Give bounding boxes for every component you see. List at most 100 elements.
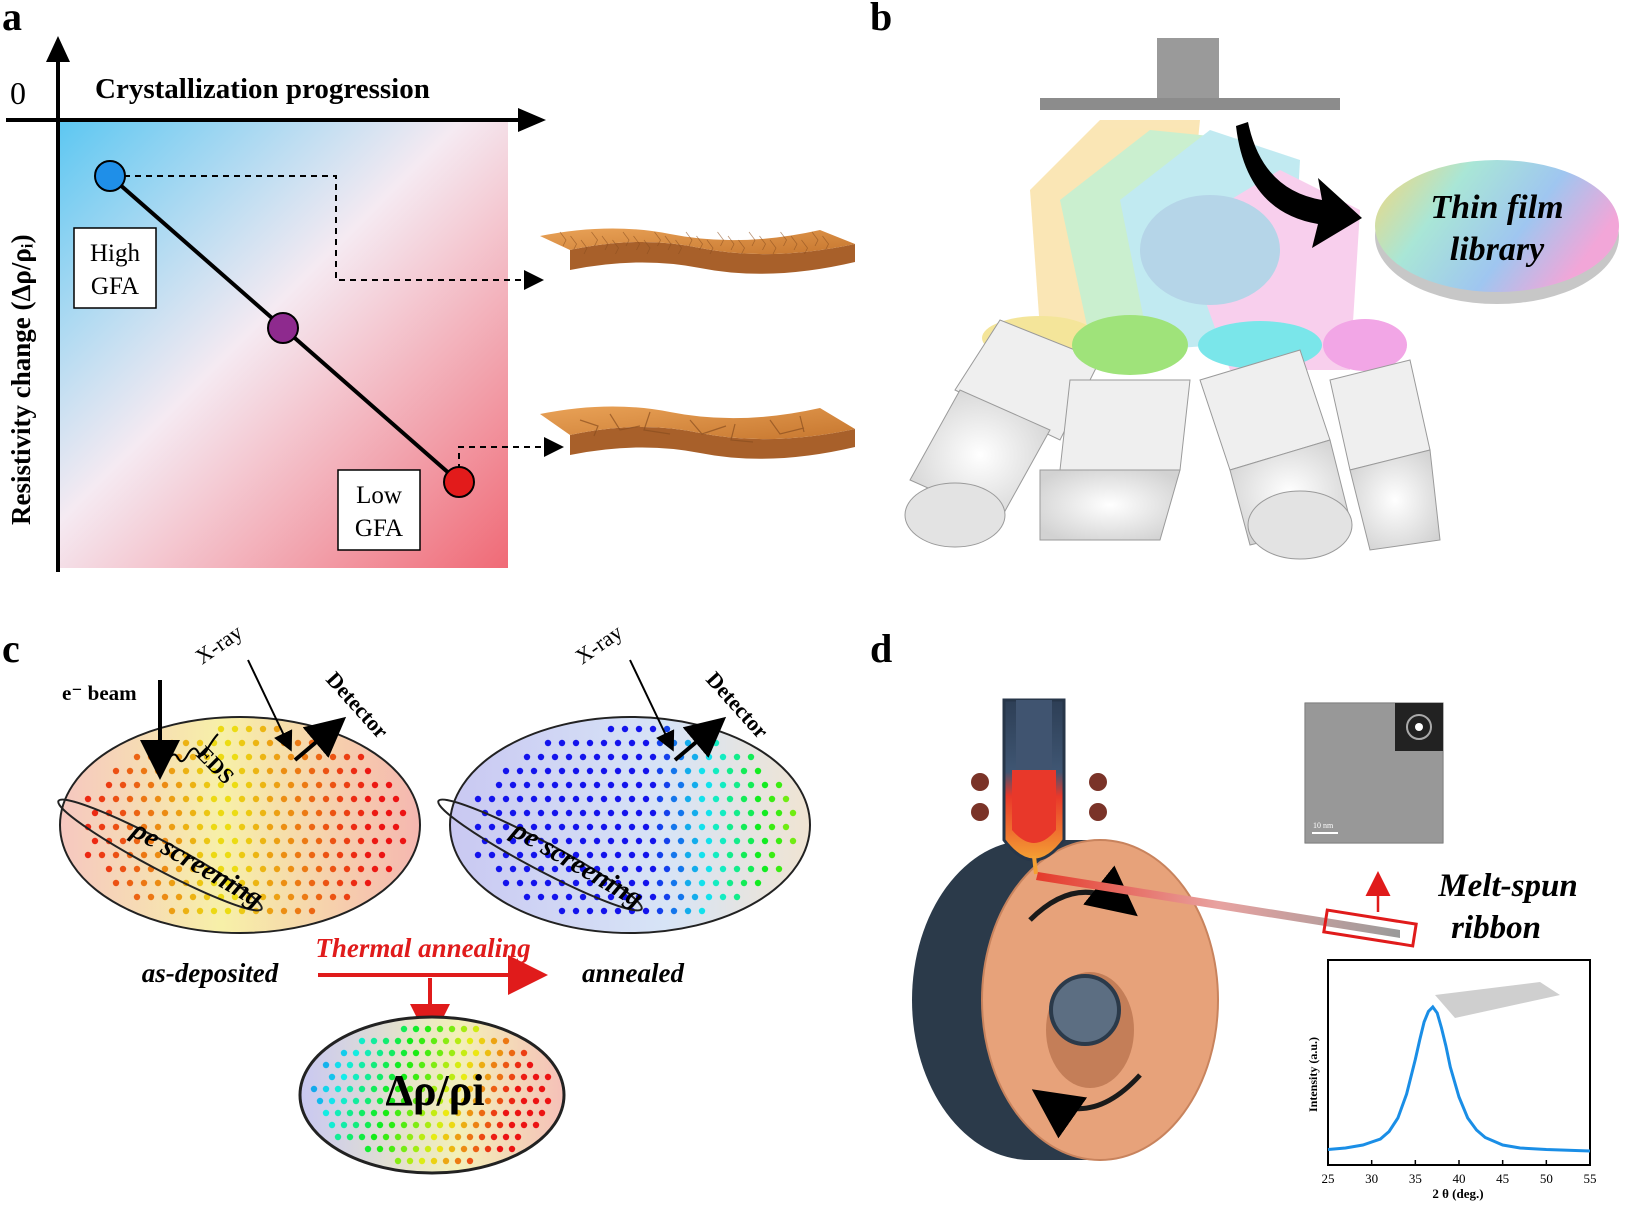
- wafer-dot: [309, 768, 315, 774]
- wafer-dot: [353, 1122, 359, 1128]
- wafer-dot: [359, 1038, 365, 1044]
- wafer-dot: [425, 1122, 431, 1128]
- high-gfa-line2: GFA: [91, 273, 139, 300]
- panel-d-letter: d: [870, 626, 892, 671]
- wafer-dot: [762, 866, 768, 872]
- library-label-line1: Thin film: [1430, 189, 1563, 226]
- wafer-dot: [517, 880, 523, 886]
- wafer-dot: [197, 908, 203, 914]
- wafer-dot: [527, 1110, 533, 1116]
- wafer-dot: [699, 768, 705, 774]
- wafer-dot: [389, 1122, 395, 1128]
- wafer-dot: [650, 754, 656, 760]
- wafer-dot: [443, 1134, 449, 1140]
- wafer-dot: [323, 824, 329, 830]
- wafer-dot: [204, 782, 210, 788]
- wafer-dot: [643, 740, 649, 746]
- wafer-dot: [295, 824, 301, 830]
- wafer-dot: [755, 880, 761, 886]
- wafer-dot: [329, 1074, 335, 1080]
- wafer-dot: [503, 1086, 509, 1092]
- wafer-dot: [657, 852, 663, 858]
- wafer-dot: [347, 1134, 353, 1140]
- wafer-dot: [485, 1074, 491, 1080]
- wafer-dot: [92, 838, 98, 844]
- wafer-dot: [559, 768, 565, 774]
- wafer-dot: [503, 880, 509, 886]
- wafer-dot: [503, 1134, 509, 1140]
- wafer-dot: [386, 838, 392, 844]
- wafer-dot: [727, 796, 733, 802]
- wafer-dot: [489, 824, 495, 830]
- wafer-dot: [475, 824, 481, 830]
- wafer-dot: [559, 740, 565, 746]
- wafer-dot: [755, 824, 761, 830]
- wafer-dot: [211, 824, 217, 830]
- wafer-dot: [720, 810, 726, 816]
- wafer-dot: [580, 894, 586, 900]
- wafer-dot: [316, 894, 322, 900]
- annealed-label: annealed: [582, 958, 685, 988]
- wafer-dot: [685, 768, 691, 774]
- wafer-dot: [358, 838, 364, 844]
- wafer-dot: [267, 852, 273, 858]
- wafer-dot: [622, 782, 628, 788]
- wafer-dot: [503, 768, 509, 774]
- wafer-dot: [365, 824, 371, 830]
- panel-a: a 0 Crystallization progression Resistiv…: [2, 0, 855, 572]
- wafer-dot: [608, 782, 614, 788]
- wafer-dot: [517, 852, 523, 858]
- wafer-dot: [377, 1122, 383, 1128]
- wafer-dot: [316, 810, 322, 816]
- wafer-dot: [389, 1146, 395, 1152]
- wafer-dot: [475, 796, 481, 802]
- wafer-dot: [267, 880, 273, 886]
- wafer-dot: [510, 782, 516, 788]
- wafer-dot: [685, 824, 691, 830]
- wafer-dot: [260, 838, 266, 844]
- wafer-dot: [552, 894, 558, 900]
- wafer-dot: [762, 838, 768, 844]
- xrd-tick-label: 45: [1496, 1171, 1509, 1186]
- wafer-dot: [473, 1050, 479, 1056]
- wafer-dot: [755, 796, 761, 802]
- wafer-dot: [692, 810, 698, 816]
- wafer-dot: [678, 838, 684, 844]
- wafer-dot: [425, 1146, 431, 1152]
- wafer-dot: [650, 866, 656, 872]
- wafer-dot: [419, 1038, 425, 1044]
- induction-coil-2: [971, 803, 989, 821]
- wafer-dot: [329, 1122, 335, 1128]
- wafer-dot: [274, 810, 280, 816]
- wafer-dot: [769, 796, 775, 802]
- wafer-dot: [323, 740, 329, 746]
- wafer-dot: [449, 1146, 455, 1152]
- wafer-dot: [594, 754, 600, 760]
- wafer-dot: [706, 782, 712, 788]
- wafer-dot: [190, 810, 196, 816]
- wafer-dot: [344, 838, 350, 844]
- wafer-dot: [485, 1098, 491, 1104]
- wafer-dot: [455, 1158, 461, 1164]
- library-label-line2: library: [1450, 231, 1545, 268]
- wafer-dot: [395, 1134, 401, 1140]
- wafer-dot: [162, 810, 168, 816]
- wafer-dot: [85, 852, 91, 858]
- wafer-dot: [134, 894, 140, 900]
- xray-label-right: X-ray: [571, 619, 627, 669]
- xrd-tick-label: 50: [1540, 1171, 1553, 1186]
- wafer-dot: [713, 824, 719, 830]
- wafer-dot: [393, 796, 399, 802]
- wafer-dot: [113, 796, 119, 802]
- wafer-dot: [232, 838, 238, 844]
- wafer-dot: [267, 796, 273, 802]
- wafer-dot: [353, 1098, 359, 1104]
- wafer-dot: [545, 768, 551, 774]
- wafer-dot: [790, 810, 796, 816]
- wafer-dot: [727, 768, 733, 774]
- wafer-dot: [748, 866, 754, 872]
- wafer-dot: [377, 1098, 383, 1104]
- wafer-dot: [608, 838, 614, 844]
- wafer-dot: [190, 782, 196, 788]
- wafer-dot: [580, 754, 586, 760]
